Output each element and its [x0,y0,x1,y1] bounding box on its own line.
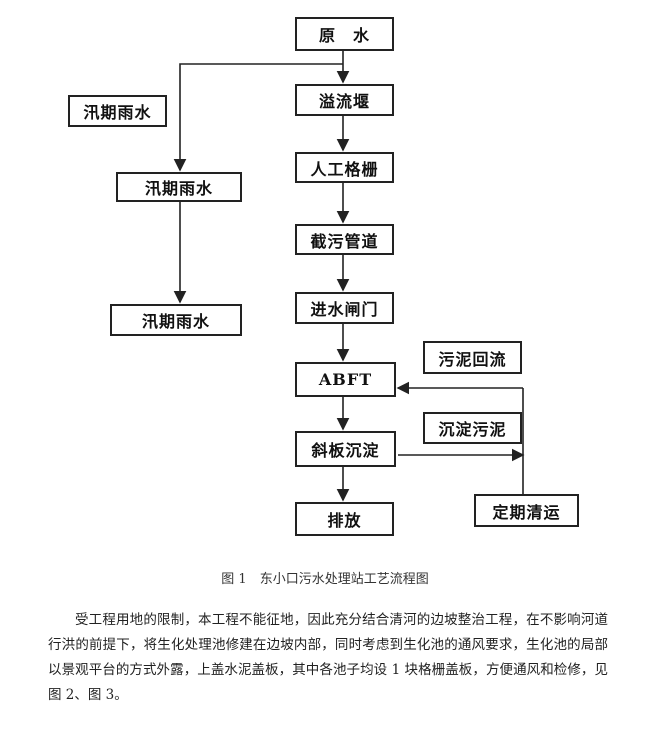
node-flood-rain-label: 汛期雨水 [68,95,167,127]
node-intercept-pipe: 截污管道 [295,224,394,255]
node-sludge-return: 污泥回流 [423,341,522,374]
node-raw-water: 原 水 [295,17,394,51]
node-scheduled-removal: 定期清运 [474,494,579,527]
node-inlet-gate: 进水闸门 [295,292,394,324]
figure-caption: 图 1 东小口污水处理站工艺流程图 [221,572,429,587]
node-weir: 溢流堰 [295,84,394,116]
node-settled-sludge: 沉淀污泥 [423,412,522,444]
node-flood-rain-bottom: 汛期雨水 [110,304,242,336]
arrow-flood-branch [173,63,343,172]
flow-connectors [173,50,525,502]
node-abft: ABFT [295,362,396,397]
paragraph-text: 受工程用地的限制，本工程不能征地，因此充分结合清河的边坡整治工程，在不影响河道行… [48,612,608,703]
node-inclined-settler: 斜板沉淀 [295,431,396,467]
node-discharge: 排放 [295,502,394,536]
process-flowchart: 原 水 溢流堰 人工格栅 截污管道 进水闸门 ABFT 斜板沉淀 排放 汛期雨水… [68,17,579,536]
node-flood-rain-mid: 汛期雨水 [116,172,242,202]
node-screen: 人工格栅 [295,152,394,183]
body-paragraph: 受工程用地的限制，本工程不能征地，因此充分结合清河的边坡整治工程，在不影响河道行… [48,608,608,708]
